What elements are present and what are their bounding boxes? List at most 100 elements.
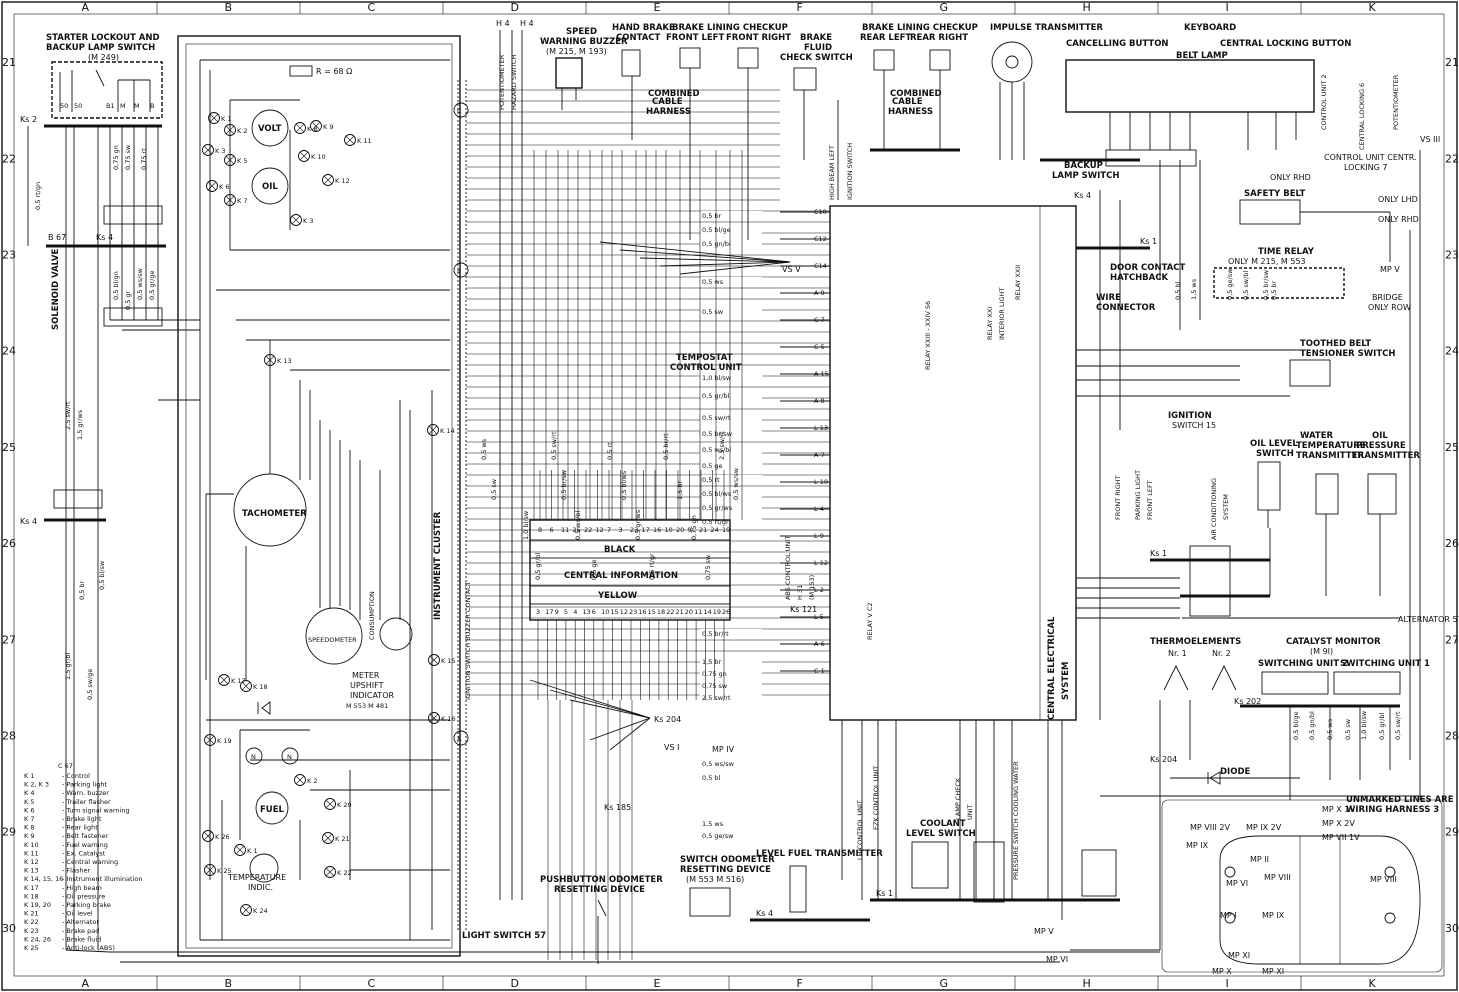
legend-desc: - Alternator bbox=[62, 918, 99, 926]
svg-text:TEMPERATURE: TEMPERATURE bbox=[1296, 441, 1366, 451]
svg-text:RELAY V C2: RELAY V C2 bbox=[866, 602, 874, 640]
wire-label-vertical: 0,5 gr/bl bbox=[1378, 712, 1386, 740]
car-locator-label: MP IX bbox=[1186, 841, 1209, 850]
svg-text:PUSHBUTTON ODOMETER: PUSHBUTTON ODOMETER bbox=[540, 875, 663, 885]
svg-text:RESETTING DEVICE: RESETTING DEVICE bbox=[554, 885, 645, 895]
svg-text:CENTRAL INFORMATION: CENTRAL INFORMATION bbox=[564, 571, 678, 581]
indicator-lamp: K 24 bbox=[240, 904, 268, 916]
indicator-lamp: K 7 bbox=[224, 194, 247, 206]
svg-text:LAMP SWITCH: LAMP SWITCH bbox=[1052, 171, 1119, 181]
ks2-badge: Ks 2 bbox=[20, 115, 37, 124]
svg-text:BRAKE LINING CHECKUP: BRAKE LINING CHECKUP bbox=[672, 23, 788, 33]
svg-text:FLUID: FLUID bbox=[804, 43, 832, 53]
svg-text:COOLANT: COOLANT bbox=[920, 819, 966, 829]
yellow-pin: 10 bbox=[601, 608, 609, 616]
water-temperature-transmitter: WATER TEMPERATURE TRANSMITTER bbox=[1296, 431, 1366, 515]
yellow-pin: 13 bbox=[583, 608, 591, 616]
cluster-connector-strip bbox=[457, 80, 467, 930]
svg-text:CENTRAL ELECTRICAL: CENTRAL ELECTRICAL bbox=[1047, 616, 1057, 720]
row-label-left: 30 bbox=[2, 922, 16, 935]
legend-code: K 9 bbox=[24, 832, 34, 840]
car-locator-label: MP XI bbox=[1262, 967, 1284, 976]
black-pin: 3 bbox=[619, 526, 623, 534]
wire-label-vertical: 2,5 sw/rt bbox=[718, 431, 726, 460]
svg-text:HAZARD SWITCH: HAZARD SWITCH bbox=[510, 55, 518, 110]
indicator-lamp: K 5 bbox=[224, 154, 247, 166]
svg-text:Ks 4: Ks 4 bbox=[1074, 191, 1091, 200]
black-pin: 21 bbox=[699, 526, 707, 534]
legend-desc: - Parking light bbox=[62, 781, 107, 789]
tachometer-gauge: TACHOMETER bbox=[233, 473, 307, 547]
wire-label: 0,75 gn bbox=[702, 670, 727, 678]
unmarked-lines-note: UNMARKED LINES ARE WIRING HARNESS 3 bbox=[1346, 795, 1454, 815]
svg-text:(M 215, M 193): (M 215, M 193) bbox=[546, 47, 607, 56]
svg-text:(M 553 M 516): (M 553 M 516) bbox=[686, 875, 744, 884]
lamp-label: K 1 bbox=[221, 115, 231, 123]
wire-label: 0,5 gr/ws bbox=[702, 504, 733, 512]
car-locator-label: MP IX 2V bbox=[1246, 823, 1282, 832]
keyboard: KEYBOARD CANCELLING BUTTON CENTRAL LOCKI… bbox=[1065, 23, 1351, 167]
svg-text:H 31: H 31 bbox=[796, 585, 804, 600]
col-label-top: C bbox=[368, 1, 376, 14]
legend-desc: - Flasher bbox=[62, 867, 90, 875]
wire-label-vertical: 0,5 br bbox=[1270, 280, 1278, 300]
col-label-bottom: A bbox=[82, 977, 90, 990]
wire-label: 0,5 bl/ws bbox=[702, 490, 732, 498]
svg-text:INDICATOR: INDICATOR bbox=[350, 691, 394, 700]
speedometer-gauge: SPEEDOMETER bbox=[305, 607, 363, 665]
legend-code: K 18 bbox=[24, 892, 39, 900]
svg-text:COMBINED: COMBINED bbox=[648, 89, 700, 99]
svg-text:0,75 sw: 0,75 sw bbox=[124, 144, 132, 170]
svg-text:HARNESS: HARNESS bbox=[646, 107, 691, 117]
wire-label-vertical: 0,75 gn bbox=[690, 515, 698, 540]
wire-label-vertical: 0,5 ws bbox=[480, 438, 488, 460]
ks4-badge: Ks 4 bbox=[20, 517, 37, 526]
diode: DIODE Ks 204 bbox=[1150, 755, 1300, 785]
lamp-label: K 17 bbox=[231, 677, 246, 685]
wire-label: 1,5 br bbox=[702, 658, 722, 666]
legend-code: K 1 bbox=[24, 772, 34, 780]
svg-text:LIGHT SWITCH 57: LIGHT SWITCH 57 bbox=[462, 931, 546, 941]
lamp-label: K 3 bbox=[215, 147, 225, 155]
wire-annotations: 0,5 ws0,5 sw1,0 bl/sw0,5 gr/bl0,5 sw/rt0… bbox=[480, 268, 1402, 740]
svg-text:INDIC.: INDIC. bbox=[248, 883, 273, 892]
svg-text:REAR LEFT: REAR LEFT bbox=[860, 33, 911, 43]
svg-text:COMBINED: COMBINED bbox=[890, 89, 942, 99]
svg-text:CONTROL UNIT CENTR.: CONTROL UNIT CENTR. bbox=[1324, 153, 1417, 162]
col-label-top: B bbox=[225, 1, 233, 14]
black-pin: 6 bbox=[550, 526, 554, 534]
svg-text:Ks 4: Ks 4 bbox=[96, 233, 113, 242]
svg-text:KEYBOARD: KEYBOARD bbox=[1184, 23, 1236, 33]
svg-text:HARNESS: HARNESS bbox=[888, 107, 933, 117]
svg-text:DIODE: DIODE bbox=[1220, 767, 1250, 777]
solenoid-valve-label: SOLENOID VALVE bbox=[51, 249, 61, 330]
yellow-pin: 9 bbox=[555, 608, 559, 616]
svg-text:ALTERNATOR 57: ALTERNATOR 57 bbox=[1398, 615, 1459, 624]
lamp-label: K 2 bbox=[307, 777, 317, 785]
coolant-level-switch: COOLANT LEVEL SWITCH Ks 1 MP V MP VI bbox=[870, 819, 1120, 964]
svg-text:0,5 rt/gn: 0,5 rt/gn bbox=[34, 182, 42, 210]
svg-text:BRAKE LINING CHECKUP: BRAKE LINING CHECKUP bbox=[862, 23, 978, 33]
legend-code: K 22 bbox=[24, 918, 39, 926]
instrument-cluster: INSTRUMENT CLUSTER IGNITION SWITCH BUZZE… bbox=[177, 35, 472, 957]
lamp-label: K 11 bbox=[357, 137, 372, 145]
svg-text:R = 68 Ω: R = 68 Ω bbox=[316, 67, 352, 76]
legend-code: K 10 bbox=[24, 841, 39, 849]
svg-text:BELT LAMP: BELT LAMP bbox=[1176, 51, 1228, 61]
col-label-bottom: C bbox=[368, 977, 376, 990]
wire-label-vertical: 0,75 sw bbox=[704, 554, 712, 580]
legend-code: K 17 bbox=[24, 884, 39, 892]
svg-text:WARNING BUZZER: WARNING BUZZER bbox=[540, 37, 628, 47]
row-label-right: 22 bbox=[1445, 152, 1459, 165]
resistor: R = 68 Ω bbox=[289, 65, 352, 77]
legend-desc: - Belt fastener bbox=[62, 832, 109, 840]
svg-text:INTERIOR LIGHT: INTERIOR LIGHT bbox=[998, 288, 1006, 340]
svg-text:B1: B1 bbox=[106, 102, 115, 110]
indicator-lamp: K 6 bbox=[206, 180, 229, 192]
yellow-pin: 11 bbox=[694, 608, 702, 616]
wire-label-vertical: 0,5 br/sw bbox=[1262, 269, 1270, 300]
svg-text:CONTROL UNIT: CONTROL UNIT bbox=[670, 363, 742, 373]
row-label-right: 29 bbox=[1445, 826, 1459, 839]
